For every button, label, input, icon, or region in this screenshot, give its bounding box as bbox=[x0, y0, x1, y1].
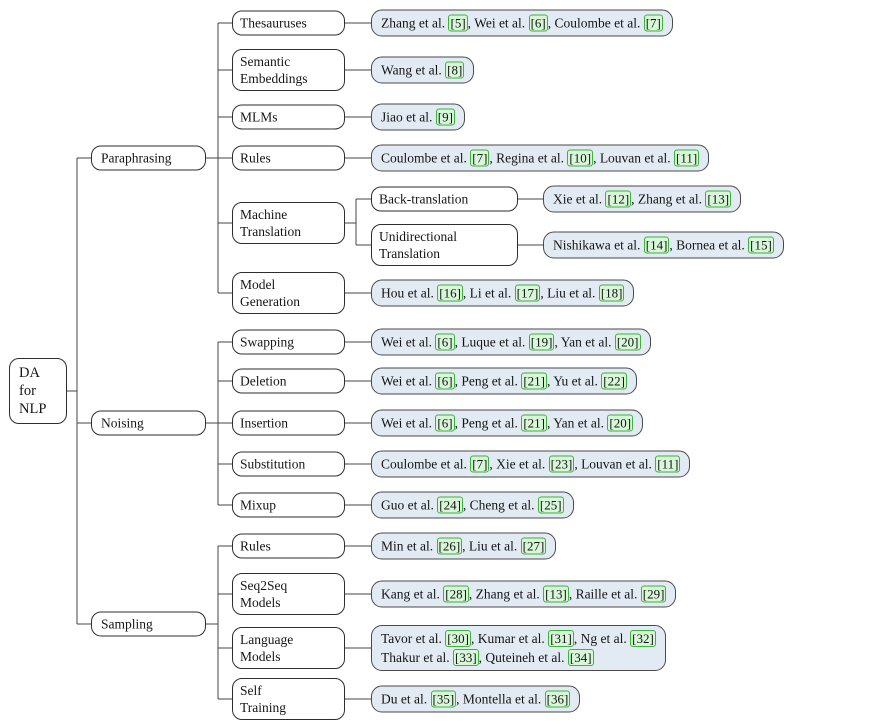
node-rules-sampling: Rules bbox=[232, 533, 345, 559]
citation-ref: [27] bbox=[520, 537, 547, 555]
citation-language-models: Tavor et al. [30], Kumar et al. [31], Ng… bbox=[371, 625, 666, 671]
node-substitution: Substitution bbox=[232, 451, 345, 477]
citation-ref: [6] bbox=[528, 14, 548, 32]
citation-ref: [5] bbox=[448, 14, 468, 32]
citation-ref: [11] bbox=[655, 455, 681, 473]
citation-ref: [13] bbox=[705, 190, 732, 208]
node-unidirectional-translation: Unidirectional Translation bbox=[371, 224, 518, 266]
citation-mlms: Jiao et al. [9] bbox=[371, 103, 465, 131]
citation-ref: [32] bbox=[630, 630, 656, 647]
citation-ref: [34] bbox=[567, 649, 594, 666]
citation-model-generation: Hou et al. [16], Li et al. [17], Liu et … bbox=[371, 279, 635, 307]
citation-ref: [7] bbox=[643, 14, 663, 32]
citation-ref: [20] bbox=[607, 414, 634, 432]
citation-rules-paraphrasing: Coulombe et al. [7], Regina et al. [10],… bbox=[371, 144, 710, 172]
connector-root bbox=[67, 157, 91, 625]
citation-ref: [14] bbox=[643, 236, 670, 254]
citation-ref: [30] bbox=[445, 630, 471, 647]
citation-seq2seq-models: Kang et al. [28], Zhang et al. [13], Rai… bbox=[371, 580, 677, 608]
citation-ref: [21] bbox=[521, 372, 547, 390]
citation-ref: [22] bbox=[601, 372, 627, 390]
connector-noising bbox=[206, 341, 371, 506]
citation-ref: [33] bbox=[452, 649, 479, 666]
citation-ref: [28] bbox=[443, 585, 469, 603]
citation-ref: [19] bbox=[528, 333, 555, 351]
citation-substitution: Coulombe et al. [7], Xie et al. [23], Lo… bbox=[371, 450, 691, 478]
node-model-generation: Model Generation bbox=[232, 272, 345, 314]
citation-semantic-embeddings: Wang et al. [8] bbox=[371, 56, 475, 84]
node-thesauruses: Thesauruses bbox=[232, 10, 345, 36]
citation-ref: [6] bbox=[435, 333, 455, 351]
citation-ref: [20] bbox=[614, 333, 641, 351]
node-semantic-embeddings: Semantic Embeddings bbox=[232, 49, 345, 91]
connector-sampling bbox=[206, 545, 371, 700]
citation-ref: [10] bbox=[567, 149, 594, 167]
node-mixup: Mixup bbox=[232, 492, 345, 518]
citation-back-translation: Xie et al. [12], Zhang et al. [13] bbox=[543, 185, 742, 213]
citation-insertion: Wei et al. [6], Peng et al. [21], Yan et… bbox=[371, 409, 644, 437]
citation-ref: [35] bbox=[430, 690, 457, 708]
citation-ref: [13] bbox=[543, 585, 569, 603]
citation-ref: [23] bbox=[548, 455, 575, 473]
node-swapping: Swapping bbox=[232, 329, 345, 355]
citation-ref: [31] bbox=[548, 630, 574, 647]
citation-deletion: Wei et al. [6], Peng et al. [21], Yu et … bbox=[371, 367, 637, 395]
citation-ref: [24] bbox=[437, 496, 463, 514]
citation-ref: [29] bbox=[640, 585, 667, 603]
citation-ref: [11] bbox=[674, 149, 700, 167]
citation-mixup: Guo et al. [24], Cheng et al. [25] bbox=[371, 491, 574, 519]
node-language-models: Language Models bbox=[232, 627, 345, 669]
citation-unidirectional-translation: Nishikawa et al. [14], Bornea et al. [15… bbox=[543, 231, 784, 259]
citation-ref: [18] bbox=[598, 284, 625, 302]
citation-ref: [9] bbox=[435, 108, 455, 126]
node-machine-translation: Machine Translation bbox=[232, 202, 345, 244]
connector-paraphrasing bbox=[206, 22, 543, 294]
citation-self-training: Du et al. [35], Montella et al. [36] bbox=[371, 685, 581, 713]
citation-ref: [26] bbox=[436, 537, 463, 555]
node-deletion: Deletion bbox=[232, 368, 345, 394]
citation-ref: [21] bbox=[521, 414, 547, 432]
citation-thesauruses: Zhang et al. [5], Wei et al. [6], Coulom… bbox=[371, 9, 673, 37]
node-insertion: Insertion bbox=[232, 410, 345, 436]
citation-ref: [25] bbox=[537, 496, 564, 514]
citation-ref: [16] bbox=[437, 284, 463, 302]
citation-ref: [8] bbox=[445, 61, 465, 79]
node-rules-paraphrasing: Rules bbox=[232, 145, 345, 171]
node-back-translation: Back-translation bbox=[371, 186, 518, 212]
citation-rules-sampling: Min et al. [26], Liu et al. [27] bbox=[371, 532, 557, 560]
branch-paraphrasing: Paraphrasing bbox=[91, 145, 206, 171]
citation-ref: [6] bbox=[435, 372, 455, 390]
citation-ref: [36] bbox=[544, 690, 571, 708]
citation-ref: [15] bbox=[748, 236, 774, 254]
citation-ref: [6] bbox=[435, 414, 455, 432]
branch-sampling: Sampling bbox=[91, 611, 206, 637]
node-mlms: MLMs bbox=[232, 104, 345, 130]
citation-ref: [7] bbox=[470, 455, 490, 473]
node-seq2seq-models: Seq2Seq Models bbox=[232, 573, 345, 615]
citation-swapping: Wei et al. [6], Luque et al. [19], Yan e… bbox=[371, 328, 651, 356]
root-node-da-for-nlp: DA for NLP bbox=[9, 358, 67, 424]
node-self-training: Self Training bbox=[232, 678, 345, 720]
citation-ref: [7] bbox=[470, 149, 490, 167]
citation-ref: [12] bbox=[605, 190, 632, 208]
branch-noising: Noising bbox=[91, 410, 206, 436]
citation-ref: [17] bbox=[514, 284, 541, 302]
